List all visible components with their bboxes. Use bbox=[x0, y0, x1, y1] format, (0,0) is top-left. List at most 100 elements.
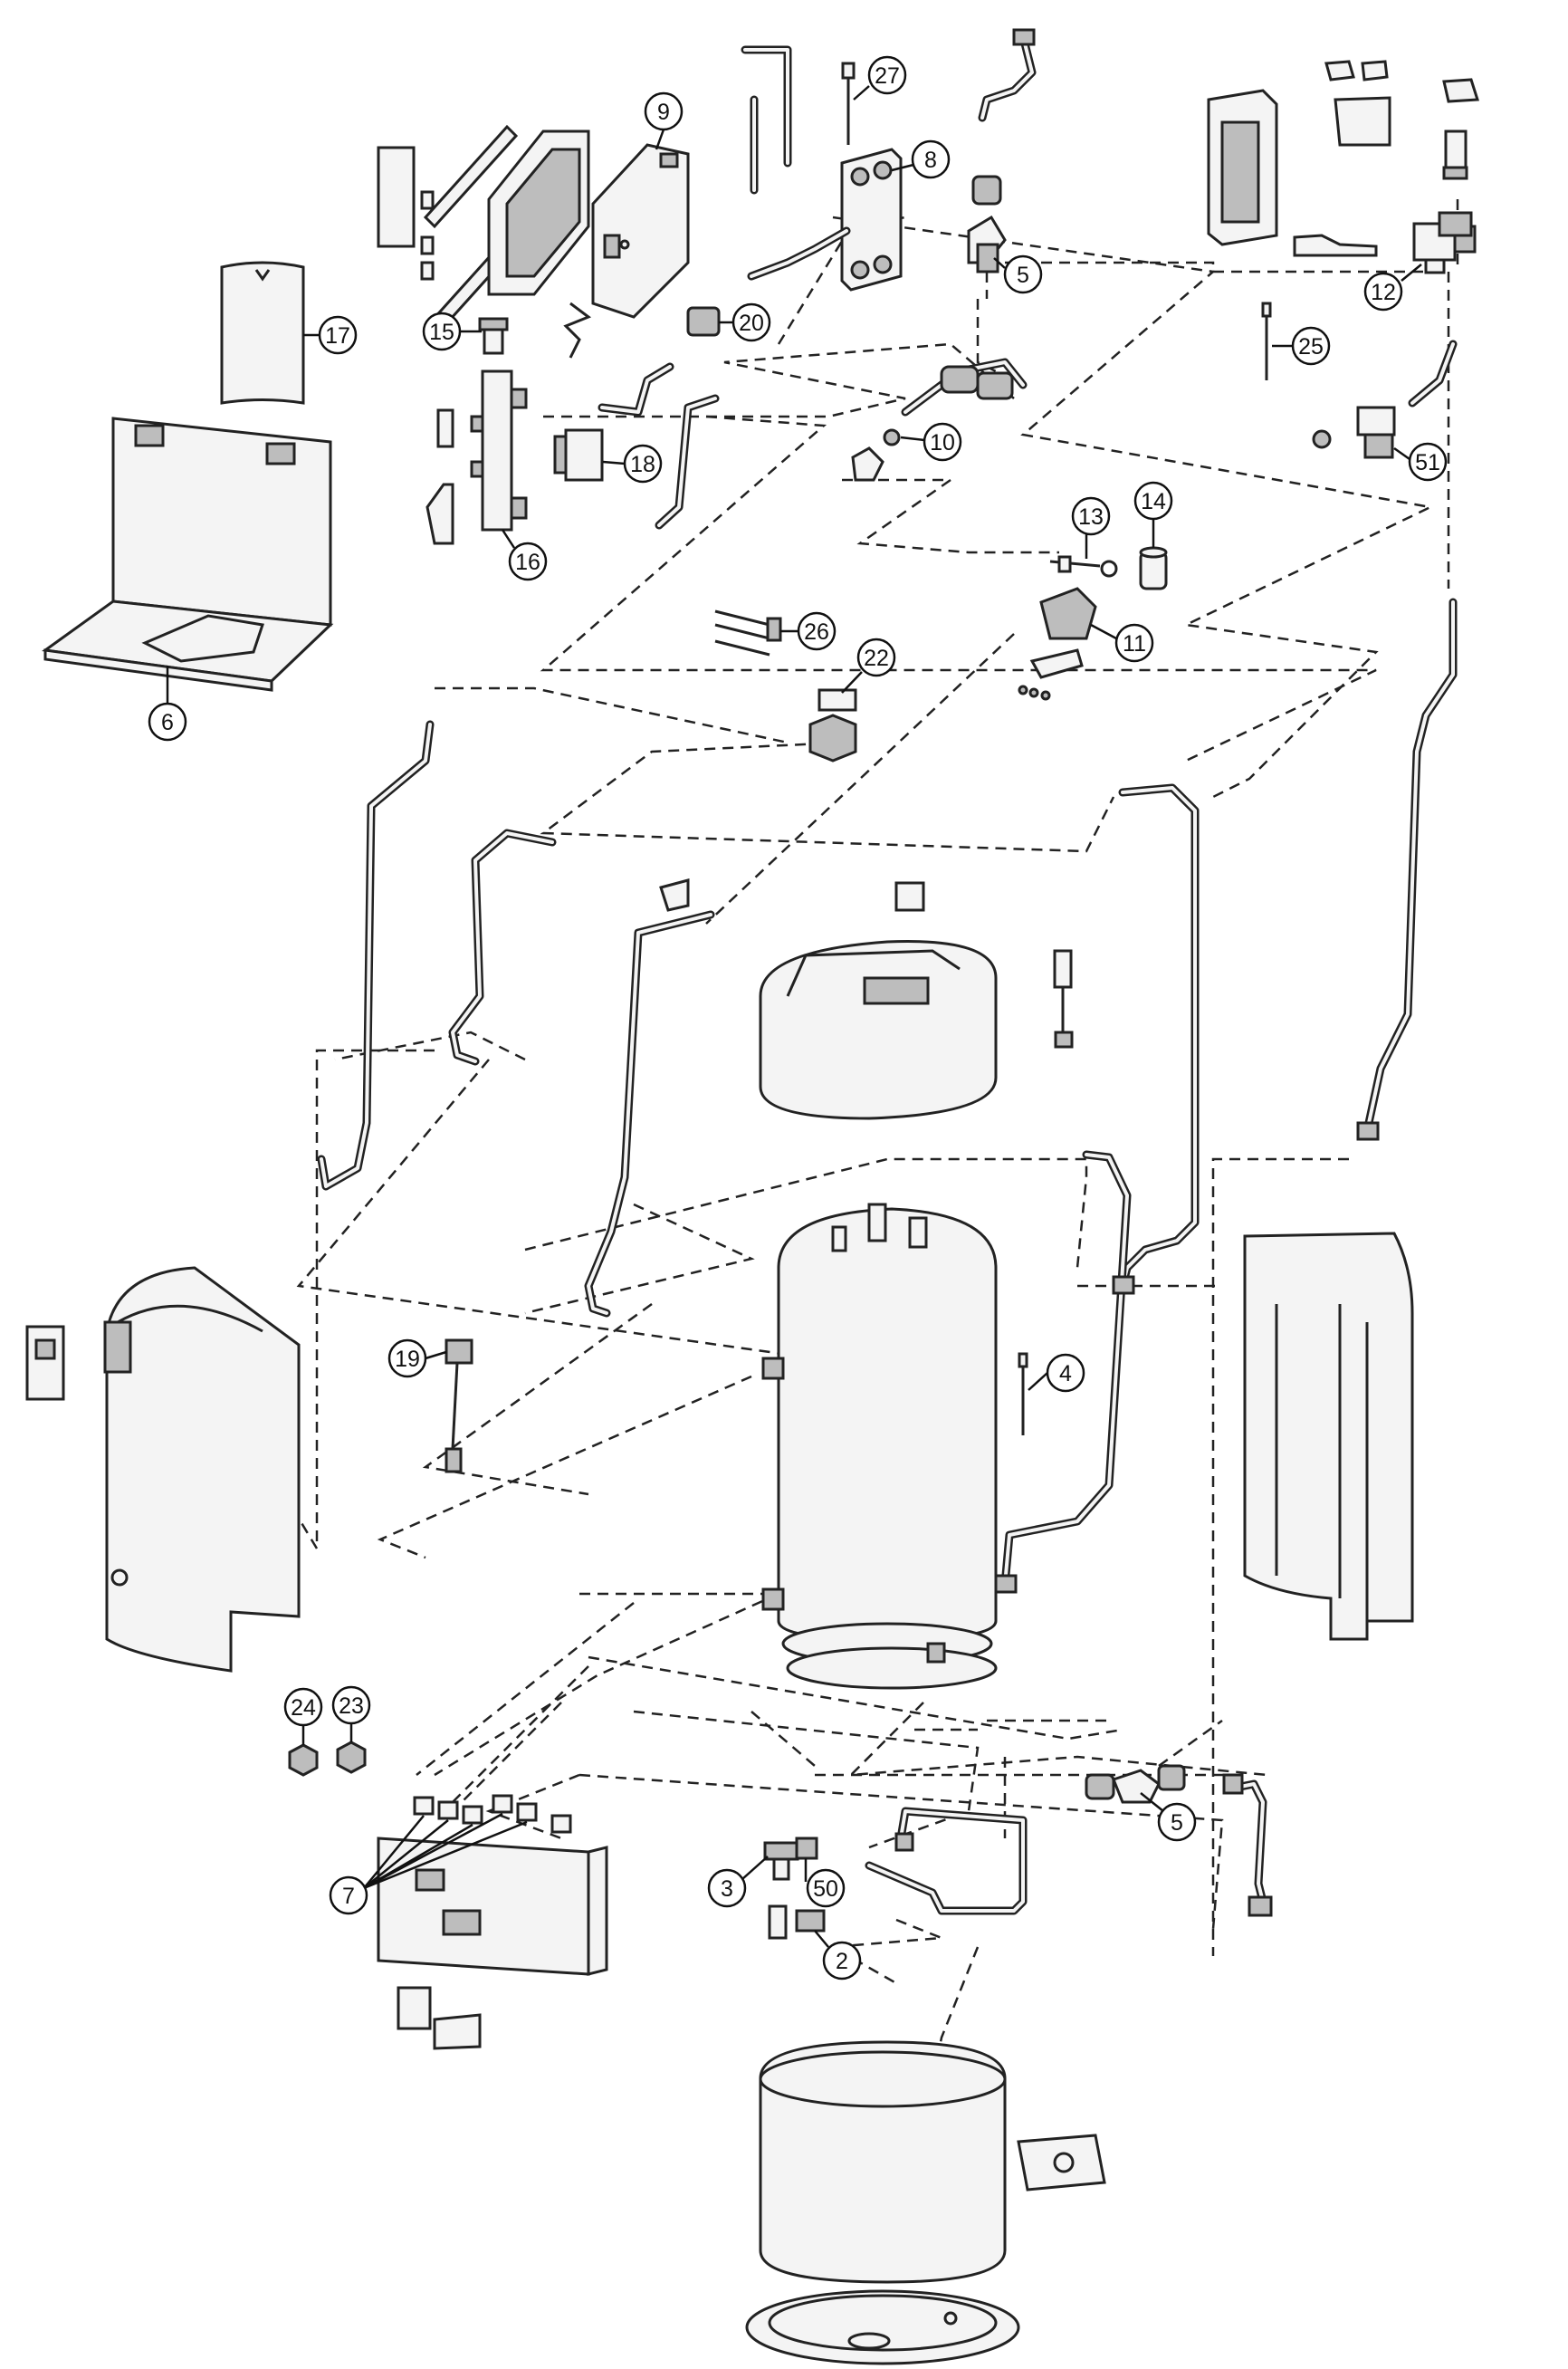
valve-assembly-5-lower bbox=[1085, 1764, 1186, 1804]
svg-text:27: 27 bbox=[875, 63, 900, 89]
left-casing-shell bbox=[103, 1266, 301, 1673]
insulation-panel-plate bbox=[377, 146, 416, 248]
pipe-nut-right bbox=[1356, 1121, 1380, 1141]
svg-text:17: 17 bbox=[325, 323, 350, 349]
hydraulic-distributor bbox=[425, 369, 528, 545]
pump-motor-11 bbox=[1018, 587, 1097, 701]
svg-text:20: 20 bbox=[739, 311, 764, 336]
svg-text:3: 3 bbox=[721, 1876, 733, 1902]
elbow-fitting-20 bbox=[686, 306, 721, 337]
terminal-blocks-7 bbox=[413, 1794, 572, 1834]
pump-bracket-plate bbox=[1324, 60, 1480, 147]
svg-text:15: 15 bbox=[429, 320, 454, 345]
valve-assembly-5 bbox=[967, 175, 1007, 273]
safety-valve bbox=[1053, 949, 1074, 1049]
probe-sensor-4 bbox=[1018, 1352, 1028, 1435]
lower-right-cap bbox=[1222, 1773, 1244, 1795]
svg-text:5: 5 bbox=[1171, 1810, 1183, 1836]
callout-9: 9 bbox=[644, 91, 684, 150]
pressure-sensor-15 bbox=[478, 317, 509, 355]
pipe-to-tank-middle bbox=[584, 910, 715, 1318]
callout-5-lower: 5 bbox=[1140, 1792, 1197, 1842]
anode-electrode-19 bbox=[445, 1338, 473, 1473]
callout-4: 4 bbox=[1028, 1353, 1085, 1393]
callout-18: 18 bbox=[602, 444, 663, 484]
right-casing-shell bbox=[1243, 1232, 1414, 1641]
filter-cartridge-14 bbox=[1139, 546, 1168, 590]
callout-26: 26 bbox=[780, 611, 837, 651]
control-panel-bezel bbox=[25, 1325, 65, 1401]
assembly-dashed-lines bbox=[288, 199, 1459, 2084]
base-skirt-cylinder bbox=[759, 2040, 1007, 2284]
callout-17: 17 bbox=[303, 315, 358, 355]
fitting-50 bbox=[795, 1837, 818, 1860]
svg-text:23: 23 bbox=[339, 1693, 364, 1719]
svg-text:25: 25 bbox=[1298, 334, 1324, 360]
callout-20: 20 bbox=[719, 302, 771, 342]
nut-24 bbox=[288, 1743, 319, 1777]
svg-text:7: 7 bbox=[342, 1884, 355, 1909]
callout-11: 11 bbox=[1090, 623, 1154, 663]
rear-mounting-panel bbox=[42, 417, 334, 692]
pipe-to-heater-right bbox=[1118, 783, 1200, 1290]
three-way-valve-22 bbox=[808, 688, 857, 762]
callouts: 27 9 8 5 12 17 bbox=[148, 55, 1448, 1981]
callout-2: 2 bbox=[814, 1930, 862, 1981]
callout-5-top: 5 bbox=[993, 254, 1043, 294]
callout-6: 6 bbox=[148, 666, 187, 742]
hot-water-storage-tank bbox=[761, 1203, 998, 1690]
svg-text:4: 4 bbox=[1059, 1361, 1072, 1386]
svg-text:16: 16 bbox=[515, 550, 540, 575]
callout-14: 14 bbox=[1133, 481, 1173, 548]
relay-module-18 bbox=[553, 428, 604, 482]
sensor-clip-13 bbox=[1049, 555, 1118, 578]
svg-text:10: 10 bbox=[930, 430, 955, 456]
sensor-bracket-26 bbox=[714, 609, 782, 657]
tank-top-cover bbox=[759, 881, 998, 1120]
svg-text:22: 22 bbox=[864, 646, 889, 671]
svg-text:26: 26 bbox=[804, 619, 829, 645]
nut-23 bbox=[336, 1741, 367, 1774]
callout-15: 15 bbox=[422, 312, 482, 351]
svg-text:51: 51 bbox=[1415, 450, 1440, 475]
svg-text:24: 24 bbox=[291, 1695, 316, 1721]
callout-7: 7 bbox=[329, 1812, 528, 1915]
side-inspection-plate bbox=[1017, 2134, 1106, 2192]
supply-pipe-left bbox=[317, 720, 435, 1191]
callout-16: 16 bbox=[501, 529, 548, 581]
callout-27: 27 bbox=[853, 55, 907, 101]
pipe-to-tank-upper bbox=[448, 829, 557, 1066]
svg-text:2: 2 bbox=[836, 1949, 848, 1974]
terminal-strip-plate bbox=[377, 1837, 608, 2050]
base-tray bbox=[745, 2289, 1020, 2365]
boiler-frame bbox=[487, 129, 590, 296]
svg-text:6: 6 bbox=[161, 710, 174, 735]
solenoid-valve-51 bbox=[1312, 340, 1458, 459]
fitting-2-drain bbox=[768, 1904, 826, 1940]
fitting-3-tee bbox=[763, 1841, 799, 1881]
pipe-nut-2 bbox=[994, 1574, 1018, 1594]
callout-22: 22 bbox=[841, 638, 896, 694]
wall-bracket-rods bbox=[741, 45, 856, 195]
svg-text:14: 14 bbox=[1141, 489, 1166, 514]
return-pipe-right bbox=[1364, 598, 1458, 1127]
callout-10: 10 bbox=[900, 422, 962, 462]
lower-right-nut bbox=[1248, 1895, 1273, 1917]
mixing-valve-assembly bbox=[851, 358, 1028, 482]
flow-pipe-top bbox=[978, 28, 1037, 122]
callout-8: 8 bbox=[891, 139, 951, 179]
callout-25: 25 bbox=[1272, 326, 1331, 366]
plate-heat-exchanger bbox=[840, 148, 903, 292]
pump-cover-housing bbox=[1207, 89, 1278, 246]
wire-lead bbox=[563, 302, 592, 359]
svg-text:19: 19 bbox=[395, 1347, 420, 1372]
circulation-pump bbox=[1293, 222, 1477, 274]
callout-24: 24 bbox=[283, 1687, 323, 1745]
svg-text:5: 5 bbox=[1017, 263, 1029, 288]
svg-text:8: 8 bbox=[924, 148, 937, 173]
pump-connector-tube bbox=[1438, 129, 1473, 237]
callout-50: 50 bbox=[804, 1858, 846, 1908]
bottom-pipe-nut bbox=[894, 1832, 914, 1852]
svg-text:50: 50 bbox=[813, 1876, 838, 1902]
